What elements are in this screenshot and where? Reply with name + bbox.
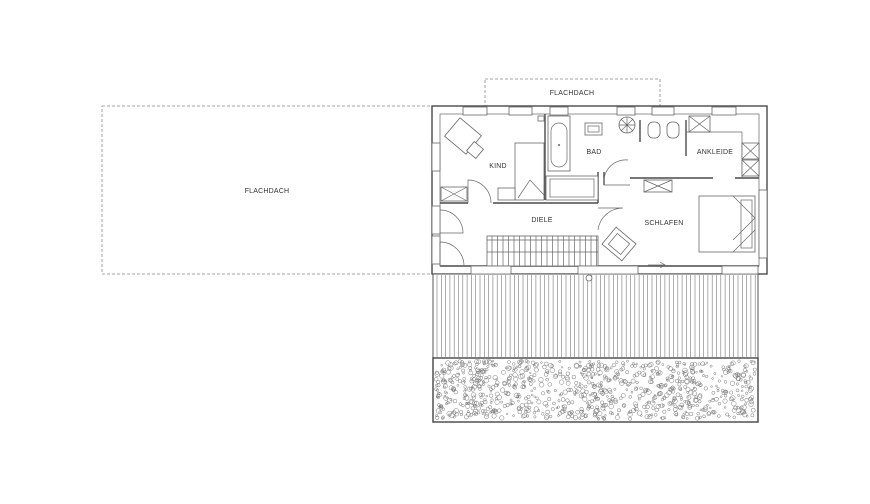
label-diele: DIELE	[531, 217, 552, 224]
label-flachdach-left: FLACHDACH	[245, 188, 290, 195]
kind-furniture	[440, 115, 545, 202]
flat-roof-top-outline	[484, 78, 661, 107]
ankleide-fixtures	[643, 115, 760, 193]
bad-fixtures	[545, 115, 680, 201]
schlafen-furniture	[601, 195, 756, 269]
terrace-deck	[432, 265, 759, 359]
label-kind: KIND	[489, 163, 507, 170]
label-bad: BAD	[587, 149, 602, 156]
windows-side	[431, 142, 768, 265]
flat-roof-left-outline	[101, 105, 433, 275]
label-schlafen: SCHLAFEN	[645, 220, 684, 227]
label-ankleide: ANKLEIDE	[697, 149, 733, 156]
doors	[439, 159, 630, 267]
staircase	[486, 235, 599, 267]
label-flachdach-top: FLACHDACH	[550, 90, 595, 97]
windows-top	[462, 106, 737, 116]
gravel-strip	[432, 357, 759, 423]
